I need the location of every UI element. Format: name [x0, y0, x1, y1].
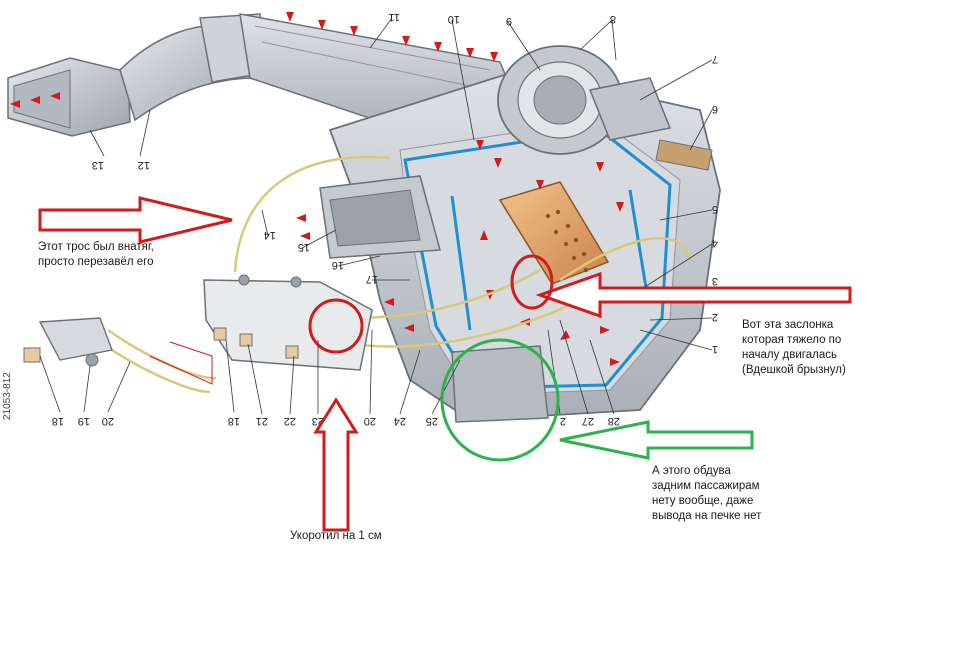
- red-annotations: [38, 196, 852, 532]
- leader-lines: [39, 17, 713, 415]
- part-label-8: 8: [610, 13, 616, 25]
- green-annotations: [440, 338, 754, 462]
- lever-assembly: [23, 317, 213, 385]
- lever-circle: [308, 298, 364, 354]
- bottom-outlet: [451, 345, 549, 423]
- part-label-26: 2: [560, 415, 566, 427]
- part-label-4: 4: [712, 237, 718, 249]
- blower-fan: [497, 45, 713, 171]
- arrow-to-cable-14: [38, 196, 233, 244]
- part-label-5: 5: [712, 203, 718, 215]
- part-label-22: 22: [284, 415, 296, 427]
- part-label-13: 13: [92, 159, 104, 171]
- flap-circle: [510, 254, 554, 310]
- cable-note: Этот трос был внатяг, просто перезавёл е…: [38, 241, 154, 268]
- part-label-15: 15: [298, 241, 310, 253]
- part-label-20a: 20: [102, 415, 114, 427]
- left-intake-duct: [7, 13, 271, 137]
- part-label-3: 3: [712, 275, 718, 287]
- part-label-10: 10: [448, 13, 460, 25]
- arrow-up-shortened: [313, 397, 359, 532]
- part-label-9: 9: [506, 15, 512, 27]
- part-label-16: 16: [332, 259, 344, 271]
- part-label-18b: 18: [228, 415, 240, 427]
- part-label-17: 17: [366, 273, 378, 285]
- shortened-note: Укоротил на 1 см: [290, 530, 382, 542]
- part-label-7: 7: [712, 53, 718, 65]
- part-label-1: 1: [712, 343, 718, 355]
- part-label-28: 28: [608, 415, 620, 427]
- part-label-11: 11: [389, 11, 400, 23]
- rear-vent-circle: [440, 338, 560, 462]
- part-label-20b: 20: [364, 415, 376, 427]
- part-label-18a: 18: [52, 415, 64, 427]
- part-label-2: 2: [712, 311, 718, 323]
- watermark-text: 21053-812: [2, 372, 13, 420]
- part-label-6: 6: [712, 103, 718, 115]
- part-label-21: 21: [256, 415, 268, 427]
- part-label-27: 27: [582, 415, 594, 427]
- arrow-to-rear-vent: [559, 420, 754, 460]
- rear-vent-note: А этого обдува задним пассажирам нету во…: [652, 465, 762, 522]
- part-label-25: 25: [426, 415, 438, 427]
- part-label-19a: 19: [78, 415, 90, 427]
- flap-note: Вот эта заслонка которая тяжело по начал…: [742, 319, 846, 376]
- arrow-to-flap: [535, 271, 852, 319]
- part-label-12: 12: [138, 159, 150, 171]
- control-panel: [203, 274, 373, 371]
- part-label-24: 24: [394, 415, 406, 427]
- part-label-14: 14: [264, 229, 276, 241]
- side-vent: [319, 175, 441, 259]
